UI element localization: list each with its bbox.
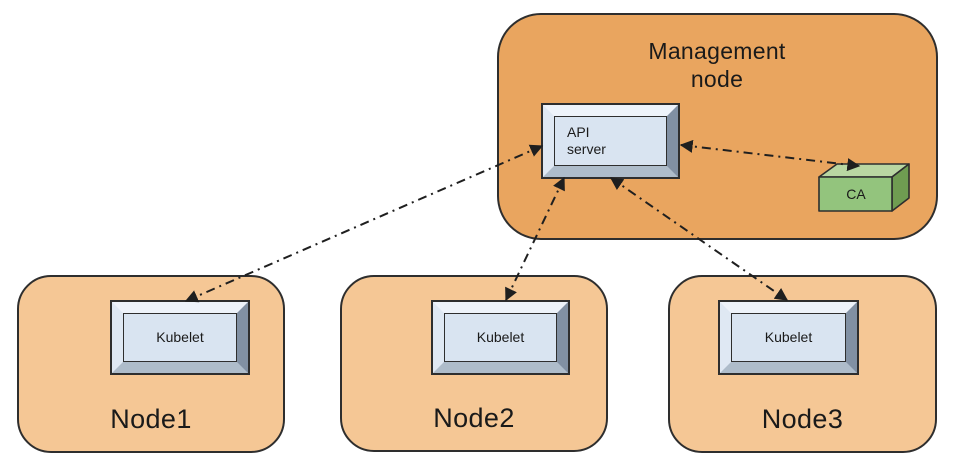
management-node-label: Management node [648,38,786,93]
ca-cuboid-shape [818,163,910,212]
api-server-box: API server [541,103,680,179]
node1-label: Node1 [110,404,192,434]
node3-kubelet-label: Kubelet [764,328,813,345]
node1-kubelet-label: Kubelet [156,328,204,345]
ca-front-face [818,176,893,212]
node1-kubelet-box: Kubelet [110,300,250,375]
node2-kubelet-label: Kubelet [476,328,525,345]
ca-box: CA [816,162,912,214]
node3-kubelet-box: Kubelet [718,300,859,375]
node2-label: Node2 [433,403,515,433]
ca-label: CA [846,186,866,202]
api-server-label: API server [567,123,606,158]
node2-kubelet-box: Kubelet [431,300,570,375]
node3-label: Node3 [761,404,844,434]
